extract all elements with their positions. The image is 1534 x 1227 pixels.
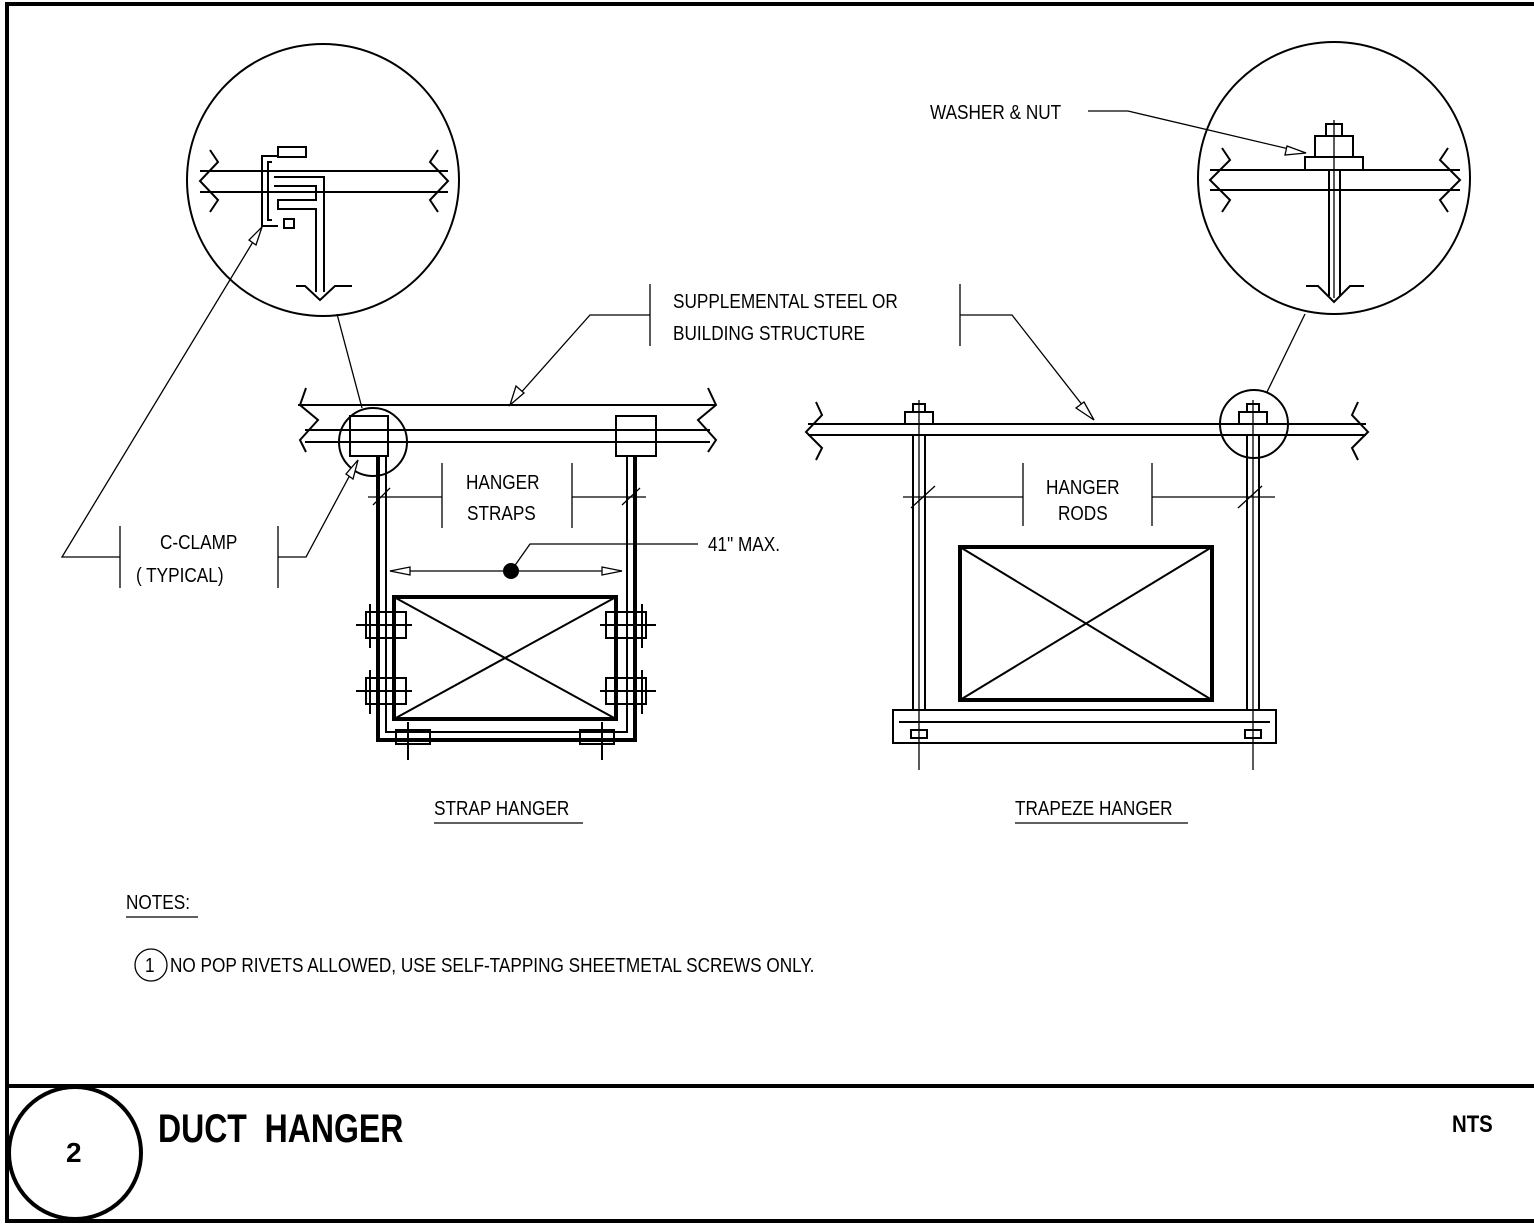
labels: WASHER & NUT SUPPLEMENTAL STEEL OR BUILD… [136,101,1188,824]
max-spacing-label: 41" MAX. [708,533,780,556]
c-clamp-detail-bubble [186,43,460,317]
c-clamp-label-line2: ( TYPICAL) [136,564,224,587]
detail-title: DUCT HANGER [158,1106,403,1151]
trapeze-hanger-caption: TRAPEZE HANGER [1015,797,1173,820]
c-clamp-label-line1: C-CLAMP [160,531,237,554]
detail-number: 2 [66,1137,82,1168]
hanger-straps-label-line2: STRAPS [467,502,536,525]
strap-hanger-drawing [298,313,718,760]
notes-heading: NOTES: [126,891,190,914]
title-block: 2 DUCT HANGER NTS [7,1085,1493,1221]
note-number: 1 [145,954,155,977]
trapeze-hanger-drawing [804,313,1370,770]
hanger-rods-label-line1: HANGER [1046,476,1120,499]
supplemental-steel-label-line2: BUILDING STRUCTURE [673,322,865,345]
supplemental-steel-label-line1: SUPPLEMENTAL STEEL OR [673,290,898,313]
hanger-straps-label-line1: HANGER [466,471,540,494]
note-text: NO POP RIVETS ALLOWED, USE SELF-TAPPING … [170,954,814,977]
sheet-border [5,2,1534,1223]
notes-section: NOTES: 1 NO POP RIVETS ALLOWED, USE SELF… [126,891,814,982]
washer-nut-detail-bubble [1197,41,1471,315]
detail-number-circle [7,1085,143,1221]
hanger-rods-label-line2: RODS [1058,502,1108,525]
note-number-circle [134,948,168,982]
scale-label: NTS [1452,1110,1493,1137]
washer-nut-label: WASHER & NUT [930,101,1061,124]
leaders [60,110,1307,588]
strap-hanger-caption: STRAP HANGER [434,797,569,820]
